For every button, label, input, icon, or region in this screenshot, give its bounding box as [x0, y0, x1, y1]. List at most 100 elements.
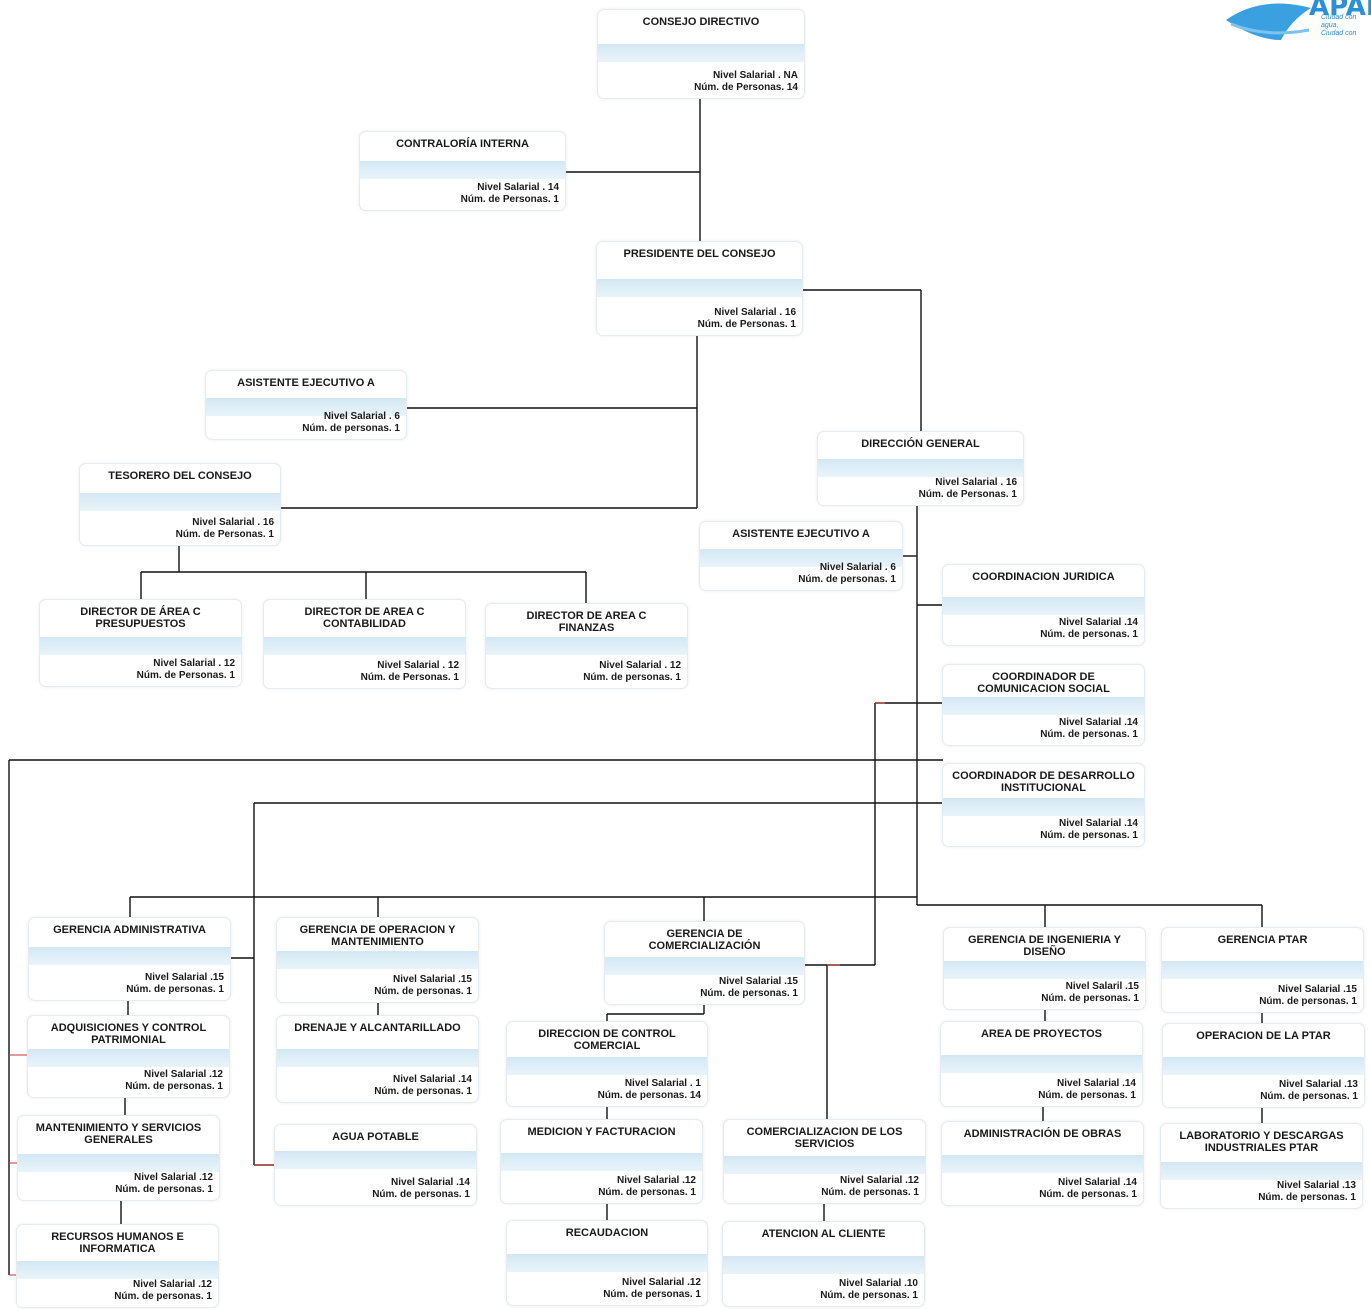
box-title: DIRECTOR DE AREA C CONTABILIDAD — [304, 606, 425, 630]
header-band — [944, 961, 1145, 979]
nivel-salarial: Nivel Salarial .14 — [1059, 818, 1138, 829]
logo-tagline: Ciudad con agua, Ciudad con — [1321, 14, 1357, 37]
nivel-salarial: Nivel Salarial .14 — [1059, 717, 1138, 728]
num-personas: Núm. de personas. 1 — [603, 1289, 701, 1300]
nivel-salarial: Nivel Salarial .13 — [1277, 1180, 1356, 1191]
box-title: TESORERO DEL CONSEJO — [108, 470, 252, 482]
num-personas: Núm. de personas. 1 — [1040, 830, 1138, 841]
nivel-salarial: Nivel Salarial .12 — [144, 1069, 223, 1080]
nivel-salarial: Nivel Salarial .15 — [393, 974, 472, 985]
nivel-salarial: Nivel Salarial .12 — [134, 1172, 213, 1183]
nivel-salarial: Nivel Salarial . NA — [712, 70, 798, 81]
org-box-mantenimiento-servicios: MANTENIMIENTO Y SERVICIOS GENERALES Nivel… — [17, 1115, 220, 1201]
box-title: LABORATORIO Y DESCARGAS INDUSTRIALES PTA… — [1179, 1130, 1344, 1154]
nivel-salarial: Nivel Salarial .12 — [622, 1277, 701, 1288]
nivel-salarial: Nivel Salarial .12 — [617, 1175, 696, 1186]
org-box-laboratorio: LABORATORIO Y DESCARGAS INDUSTRIALES PTA… — [1160, 1123, 1363, 1209]
header-band — [598, 44, 804, 62]
nivel-salarial: Nivel Salarial .14 — [1059, 617, 1138, 628]
nivel-salarial: Nivel Salarial .15 — [1278, 984, 1357, 995]
header-band — [277, 951, 478, 969]
header-band — [206, 398, 406, 416]
nivel-salarial: Nivel Salarial .12 — [133, 1279, 212, 1290]
header-band — [29, 947, 230, 965]
num-personas: Núm. de personas. 1 — [302, 423, 400, 434]
nivel-salarial: Nivel Salarial . 16 — [714, 307, 796, 318]
header-band — [507, 1254, 707, 1272]
header-band — [724, 1156, 925, 1174]
header-band — [17, 1261, 218, 1279]
header-band — [1162, 961, 1363, 979]
num-personas: Núm. de personas. 1 — [820, 1290, 918, 1301]
box-title: GERENCIA DE INGENIERIA Y DISEÑO — [967, 934, 1121, 958]
num-personas: Núm. de personas. 1 — [1260, 1091, 1358, 1102]
num-personas: Núm. de personas. 1 — [798, 574, 896, 585]
num-personas: Núm. de personas. 1 — [1040, 629, 1138, 640]
header-band — [943, 798, 1144, 816]
num-personas: Núm. de personas. 1 — [372, 1189, 470, 1200]
nivel-salarial: Nivel Salarial .14 — [1058, 1177, 1137, 1188]
num-personas: Núm. de personas. 1 — [821, 1187, 919, 1198]
nivel-salarial: Nivel Salarial . 16 — [935, 477, 1017, 488]
num-personas: Núm. de personas. 1 — [115, 1184, 213, 1195]
header-band — [486, 637, 687, 655]
num-personas: Núm. de personas. 1 — [700, 988, 798, 999]
nivel-salarial: Nivel Salarial .14 — [391, 1177, 470, 1188]
nivel-salarial: Nivel Salarial . 14 — [477, 182, 559, 193]
box-title: MEDICION Y FACTURACION — [527, 1126, 676, 1138]
box-title: CONSEJO DIRECTIVO — [642, 16, 760, 28]
org-box-presidente-consejo: PRESIDENTE DEL CONSEJO Nivel Salarial . 1… — [596, 241, 803, 336]
nivel-salarial: Nivel Salarial .13 — [1279, 1079, 1358, 1090]
num-personas: Núm. de Personas. 1 — [460, 194, 559, 205]
box-title: DIRECCIÓN GENERAL — [861, 438, 980, 450]
num-personas: Núm. de personas. 1 — [1258, 1192, 1356, 1203]
header-band — [943, 697, 1144, 715]
header-band — [360, 161, 565, 179]
box-title: ADQUISICIONES Y CONTROL PATRIMONIAL — [50, 1022, 207, 1046]
box-title: DRENAJE Y ALCANTARILLADO — [294, 1022, 461, 1034]
box-title: PRESIDENTE DEL CONSEJO — [623, 248, 776, 260]
num-personas: Núm. de personas. 1 — [1040, 729, 1138, 740]
box-title: OPERACION DE LA PTAR — [1196, 1030, 1331, 1042]
box-title: MANTENIMIENTO Y SERVICIOS GENERALES — [35, 1122, 202, 1146]
nivel-salarial: Nivel Salarial .15 — [145, 972, 224, 983]
header-band — [264, 637, 465, 655]
nivel-salarial: Nivel Salarial .14 — [1057, 1078, 1136, 1089]
org-box-gerencia-administrativa: GERENCIA ADMINISTRATIVA Nivel Salarial .1… — [28, 917, 231, 1001]
box-title: GERENCIA ADMINISTRATIVA — [53, 924, 206, 936]
header-band — [605, 957, 804, 975]
num-personas: Núm. de personas. 1 — [114, 1291, 212, 1302]
apap-logo: APAP Ciudad con agua, Ciudad con — [1221, 0, 1371, 45]
box-title: AGUA POTABLE — [332, 1131, 419, 1143]
box-title: COMERCIALIZACION DE LOS SERVICIOS — [746, 1126, 903, 1150]
header-band — [275, 1151, 476, 1169]
header-band — [1161, 1162, 1362, 1180]
